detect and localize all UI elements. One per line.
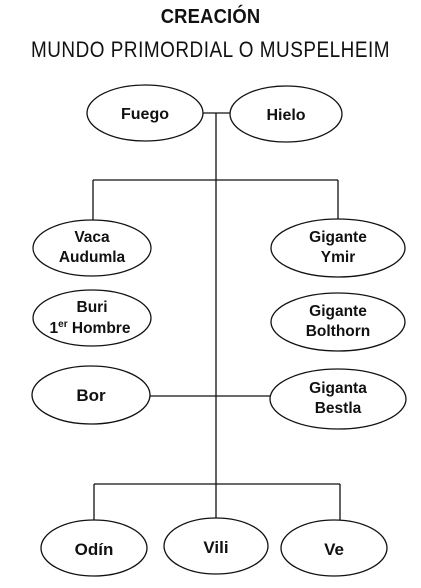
node-bor: Bor [31,365,151,425]
node-bestla: Giganta Bestla [269,368,407,430]
node-buri-line1: Buri [77,299,108,316]
diagram-title: CREACIÓN [160,6,261,28]
node-odin-label: Odín [75,540,114,559]
node-ymir-line1: Gigante [309,229,367,246]
node-ymir: Gigante Ymir [270,218,406,278]
node-fuego: Fuego [86,84,204,142]
node-ve-label: Ve [324,540,344,559]
node-hielo: Hielo [229,85,343,143]
node-bolthorn: Gigante Bolthorn [270,292,406,352]
node-fuego-label: Fuego [121,106,169,123]
node-vaca-line2: Audumla [59,249,126,266]
connector-lines [92,112,341,520]
node-bor-label: Bor [76,386,106,405]
node-bestla-line2: Bestla [315,400,362,417]
node-hielo-label: Hielo [266,107,305,124]
node-vili-label: Vili [203,538,228,557]
node-bolthorn-line1: Gigante [309,303,367,320]
node-buri-line2: 1er Hombre [50,319,131,337]
node-vili: Vili [163,517,269,575]
node-buri: Buri 1er Hombre [32,289,152,347]
node-vaca-line1: Vaca [74,229,110,246]
node-ve: Ve [280,519,388,577]
node-odin: Odín [40,519,148,577]
diagram-subtitle: MUNDO PRIMORDIAL O MUSPELHEIM [30,37,391,62]
node-ymir-line2: Ymir [321,249,355,266]
node-vaca-audumla: Vaca Audumla [32,219,152,277]
node-bestla-line1: Giganta [309,380,367,397]
node-bolthorn-line2: Bolthorn [306,323,371,340]
